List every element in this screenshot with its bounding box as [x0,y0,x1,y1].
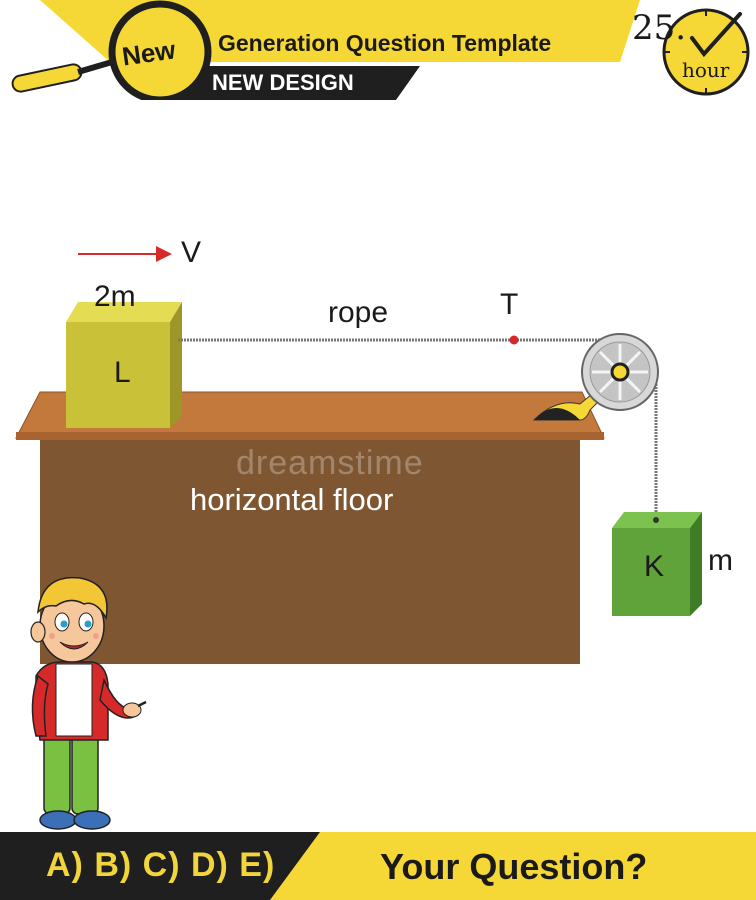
block-k [612,512,702,616]
tension-point [509,335,519,345]
block-k-mass-label: m [708,544,733,577]
pulley [532,333,659,421]
block-l-label: L [114,356,131,389]
question-prompt: Your Question? [380,846,648,887]
header-banner [11,0,750,100]
table [15,391,605,664]
clock-unit: hour [682,58,730,82]
header-title: Generation Question Template [218,30,552,56]
watermark: dreamstime [236,444,424,482]
footer-banner [0,832,756,900]
boy-illustration [30,576,147,830]
rope-label: rope [328,296,389,329]
block-l [66,302,182,428]
answer-options: A) B) C) D) E) [46,846,276,884]
floor-label: horizontal floor [190,482,394,517]
block-l-mass-label: 2m [94,280,136,313]
header-subtitle: NEW DESIGN [212,70,354,95]
tension-label: T [500,288,519,321]
clock-icon [662,8,750,96]
magnifier-icon [11,0,212,100]
velocity-label: V [181,236,202,269]
block-k-label: K [644,550,665,583]
clock-number: 25. [632,8,687,48]
